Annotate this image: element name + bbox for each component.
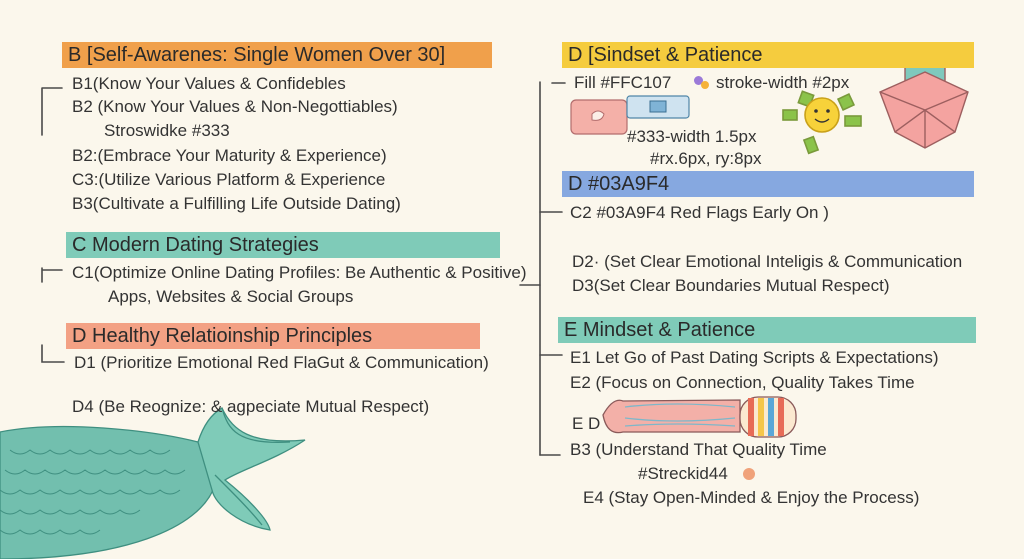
blue-item-3: D3(Set Clear Boundaries Mutual Respect) <box>572 276 890 295</box>
section-c-header: C Modern Dating Strategies <box>66 232 500 258</box>
folded-paper-sketch <box>879 59 969 149</box>
sindset-item-2: stroke-width #2px <box>716 73 850 92</box>
blue-item-2: D2· (Set Clear Emotional Inteligis & Com… <box>572 252 963 271</box>
sindset-item-1: Fill #FFC107 <box>574 73 672 92</box>
c-item-2: Apps, Websites & Social Groups <box>108 287 354 306</box>
orange-dot-icon <box>743 468 755 480</box>
sindset-item-3: #333-width 1.5px <box>627 127 757 146</box>
e-item-5: #Streckid44 <box>638 464 728 483</box>
orange-dot-icon <box>701 81 709 89</box>
e-item-1: E1 Let Go of Past Dating Scripts & Expec… <box>570 348 939 367</box>
e-item-4: B3 (Understand That Quality Time <box>570 440 827 459</box>
e-item-6: E4 (Stay Open-Minded & Enjoy the Process… <box>583 488 920 507</box>
b-item-5: C3:(Utilize Various Platform & Experienc… <box>72 170 386 189</box>
purple-dot-icon <box>694 76 703 85</box>
section-d-sindset-title: D [Sindset & Patience <box>568 44 763 66</box>
c-item-1: C1(Optimize Online Dating Profiles: Be A… <box>72 263 527 282</box>
e-item-2: E2 (Focus on Connection, Quality Takes T… <box>570 373 915 392</box>
rolled-scarf-sketch <box>602 396 797 438</box>
mermaid-tail-illustration <box>0 407 306 559</box>
b-item-3: Stroswidke #333 <box>104 121 230 140</box>
sindset-item-4: #rx.6px, ry:8px <box>650 149 762 168</box>
section-d-header: D Healthy Relatioinship Principles <box>66 323 480 349</box>
section-b-header: B [Self-Awarenes: Single Women Over 30] <box>62 42 492 68</box>
section-e-title: E Mindset & Patience <box>564 319 756 341</box>
b-item-4: B2:(Embrace Your Maturity & Experience) <box>72 146 387 165</box>
section-d-blue-title: D #03A9F4 <box>568 173 670 195</box>
d-item-2: D4 (Be Reognize: & agpeciate Mutual Resp… <box>72 397 430 416</box>
d-item-1: D1 (Prioritize Emotional Red FlaGut & Co… <box>74 353 489 372</box>
section-c-title: C Modern Dating Strategies <box>72 234 319 256</box>
section-d-title: D Healthy Relatioinship Principles <box>72 325 373 347</box>
b-item-1: B1(Know Your Values & Confidebles <box>72 74 346 93</box>
b-item-2: B2 (Know Your Values & Non-Negottiables) <box>72 97 398 116</box>
pink-scroll-sketch <box>570 95 690 135</box>
section-b-title: B [Self-Awarenes: Single Women Over 30] <box>68 44 446 66</box>
smiling-sun-sketch <box>782 90 862 155</box>
section-e-header: E Mindset & Patience <box>558 317 976 343</box>
section-d-sindset-header: D [Sindset & Patience <box>562 42 974 68</box>
section-d-blue-header: D #03A9F4 <box>562 171 974 197</box>
e-item-3: E D <box>572 414 601 433</box>
b-item-6: B3(Cultivate a Fulfilling Life Outside D… <box>72 194 401 213</box>
blue-item-1: C2 #03A9F4 Red Flags Early On ) <box>570 203 829 222</box>
